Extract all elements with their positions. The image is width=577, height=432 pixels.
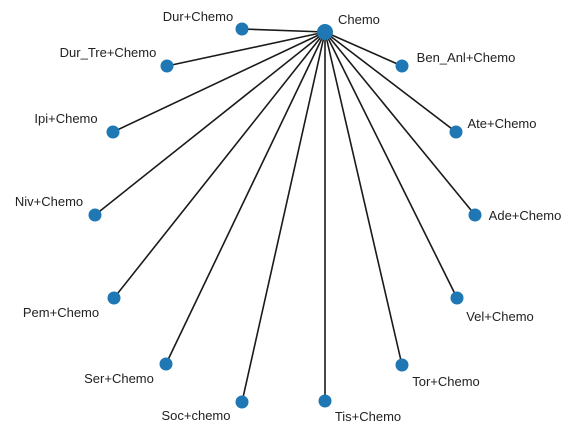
nodes-group xyxy=(88,22,482,409)
node-label-soc_chemo: Soc+chemo xyxy=(161,408,230,423)
edge-chemo-ser_chemo xyxy=(165,31,326,365)
node-label-dur_tre_chemo: Dur_Tre+Chemo xyxy=(60,45,157,60)
node-ben_anl_chemo[interactable] xyxy=(395,59,409,73)
edge-chemo-ipi_chemo xyxy=(112,31,326,133)
edge-chemo-ate_chemo xyxy=(324,31,457,133)
node-label-ipi_chemo: Ipi+Chemo xyxy=(34,111,97,126)
node-label-dur_chemo: Dur+Chemo xyxy=(163,9,233,24)
node-tor_chemo[interactable] xyxy=(395,358,409,372)
edge-chemo-ben_anl_chemo xyxy=(324,31,403,67)
node-label-ade_chemo: Ade+Chemo xyxy=(489,208,562,223)
edge-chemo-ade_chemo xyxy=(324,31,476,216)
node-ser_chemo[interactable] xyxy=(159,357,173,371)
edge-chemo-niv_chemo xyxy=(94,31,326,216)
node-label-ate_chemo: Ate+Chemo xyxy=(467,116,536,131)
node-label-niv_chemo: Niv+Chemo xyxy=(15,194,83,209)
node-label-chemo: Chemo xyxy=(338,12,380,27)
node-ade_chemo[interactable] xyxy=(468,208,482,222)
node-label-pem_chemo: Pem+Chemo xyxy=(23,305,99,320)
node-soc_chemo[interactable] xyxy=(235,395,249,409)
node-dur_chemo[interactable] xyxy=(235,22,249,36)
edge-chemo-dur_tre_chemo xyxy=(166,31,326,67)
node-label-ser_chemo: Ser+Chemo xyxy=(84,371,154,386)
node-vel_chemo[interactable] xyxy=(450,291,464,305)
node-label-vel_chemo: Vel+Chemo xyxy=(466,309,534,324)
node-label-ben_anl_chemo: Ben_Anl+Chemo xyxy=(417,50,516,65)
edge-chemo-pem_chemo xyxy=(113,31,326,299)
node-dur_tre_chemo[interactable] xyxy=(160,59,174,73)
node-label-tis_chemo: Tis+Chemo xyxy=(335,409,401,424)
edge-chemo-soc_chemo xyxy=(241,31,326,403)
node-ate_chemo[interactable] xyxy=(449,125,463,139)
node-ipi_chemo[interactable] xyxy=(106,125,120,139)
node-label-tor_chemo: Tor+Chemo xyxy=(412,374,480,389)
labels-group: Chemo Dur+ChemoDur_Tre+ChemoIpi+ChemoNiv+… xyxy=(15,9,561,424)
edges-group xyxy=(94,28,476,403)
edge-chemo-tor_chemo xyxy=(324,31,403,366)
node-niv_chemo[interactable] xyxy=(88,208,102,222)
edge-chemo-dur_chemo xyxy=(241,28,326,33)
edge-chemo-vel_chemo xyxy=(324,31,458,299)
node-chemo[interactable] xyxy=(317,24,333,40)
node-tis_chemo[interactable] xyxy=(318,394,332,408)
node-pem_chemo[interactable] xyxy=(107,291,121,305)
